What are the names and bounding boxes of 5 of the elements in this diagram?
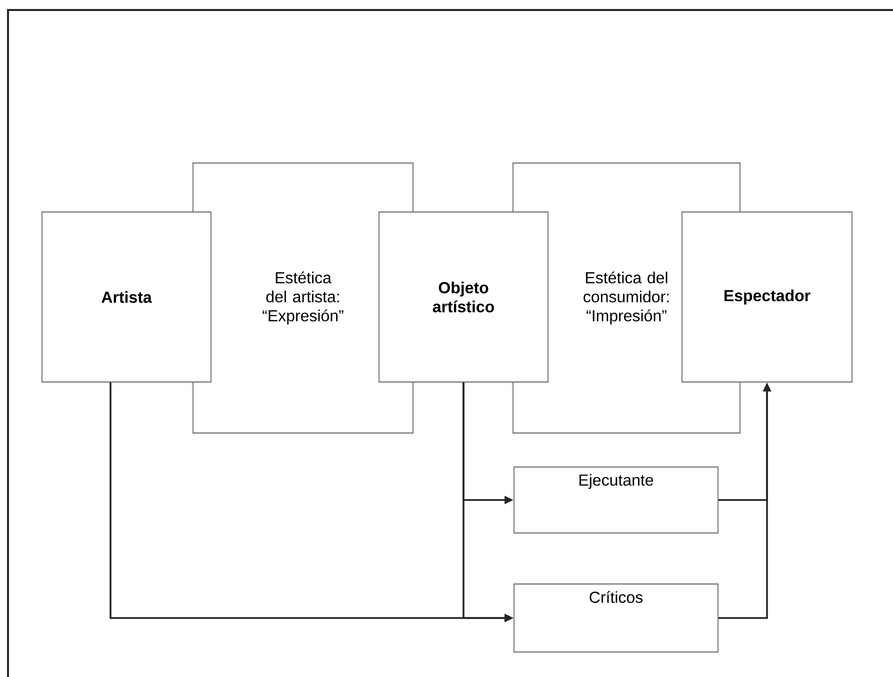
- process-box: Objeto artístico: [378, 212, 548, 382]
- role-box: Ejecutante: [514, 466, 718, 534]
- process-box: Espectador: [682, 212, 852, 382]
- process-box: Artista: [42, 212, 212, 382]
- role-box: Críticos: [514, 584, 718, 652]
